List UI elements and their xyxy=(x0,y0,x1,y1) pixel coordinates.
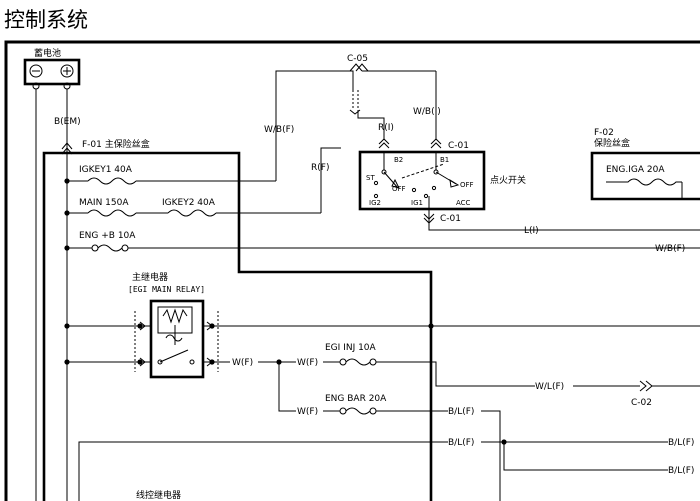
wire-label-wf-3: W(F) xyxy=(297,407,318,417)
battery-negative-icon xyxy=(29,64,43,78)
fuse-main-label: MAIN 150A xyxy=(79,198,129,208)
fuse-eng-b-icon xyxy=(121,244,129,252)
main-relay-box xyxy=(149,299,205,379)
fuse-egi-inj-icon xyxy=(369,358,377,366)
wire-relay-label: 线控继电器 xyxy=(136,489,181,501)
battery-positive-icon xyxy=(60,64,74,78)
fuse-igkey1-label: IGKEY1 40A xyxy=(79,165,133,175)
battery-label: 蓄电池 xyxy=(34,47,61,59)
battery-box xyxy=(23,58,81,86)
connector-c01-bottom-label: C-01 xyxy=(440,214,461,224)
fuse-egi-inj-label: EGI INJ 10A xyxy=(325,343,377,353)
wire-label-ri: R(I) xyxy=(378,123,394,133)
terminal-off-right: OFF xyxy=(460,181,474,189)
connector-c02-chevron xyxy=(639,380,653,392)
wire-label-rf: R(F) xyxy=(311,163,329,173)
fuse-box-f02: F-02 保险丝盒 ENG.IGA 20A xyxy=(590,128,700,201)
terminal-st: ST xyxy=(366,174,375,182)
terminal-ig2: IG2 xyxy=(369,199,381,207)
wire-label-blf-2: B/L(F) xyxy=(448,438,474,448)
connector-c01-top-label: C-01 xyxy=(448,141,469,151)
ignition-switch-box xyxy=(358,150,486,211)
ignition-switch: 点火开关 B2 B1 ST OFF OFF IG2 IG1 ACC xyxy=(358,150,526,211)
wire-label-wlf: W/L(F) xyxy=(535,382,564,392)
fuse-eng-bar-icon xyxy=(369,407,377,415)
fuse-main-icon xyxy=(87,209,137,217)
junction-dots xyxy=(64,178,507,445)
wire-label-blf-4: B/L(F) xyxy=(668,466,694,476)
battery: 蓄电池 xyxy=(23,47,81,501)
fuse-eng-iga-icon xyxy=(606,178,682,186)
wire-label-blf-3: B/L(F) xyxy=(668,438,694,448)
fuse-eng-bar-label: ENG BAR 20A xyxy=(325,394,387,404)
terminal-acc: ACC xyxy=(456,199,471,207)
main-fuse-box-label: F-01 主保险丝盒 xyxy=(82,138,150,150)
main-relay-label-cn: 主继电器 xyxy=(132,271,168,283)
wire-label-blf-1: B/L(F) xyxy=(448,407,474,417)
connector-c02-label: C-02 xyxy=(631,398,652,408)
wire-label-wf-2: W(F) xyxy=(297,358,318,368)
main-relay-label-en: [EGI MAIN RELAY] xyxy=(128,285,205,294)
diagram-title: 控制系统 xyxy=(4,8,88,32)
connector-c05-label: C-05 xyxy=(347,54,368,64)
connector-c05: C-05 W/B(I) R(I) xyxy=(347,54,441,140)
ignition-switch-label: 点火开关 xyxy=(490,174,526,186)
wire-label-wbf-left: W/B(F) xyxy=(264,125,294,135)
terminal-ig1: IG1 xyxy=(411,199,423,207)
main-fuse-box: F-01 主保险丝盒 xyxy=(42,138,433,501)
terminal-b1: B1 xyxy=(440,156,449,164)
terminal-off-left: OFF xyxy=(392,185,406,193)
wire-label-wbi: W/B(I) xyxy=(413,107,441,117)
fuse-eng-iga-label: ENG.IGA 20A xyxy=(606,165,665,175)
wire-label-wbf-right: W/B(F) xyxy=(655,244,685,254)
relay-resistor-icon xyxy=(162,308,188,324)
fuse-igkey2-icon xyxy=(167,209,217,217)
wire-label-li: L(I) xyxy=(524,226,539,236)
wire-label-b-em: B(EM) xyxy=(54,117,81,127)
fuse-box-f02-name: 保险丝盒 xyxy=(594,137,630,149)
fuse-box-f02-code: F-02 xyxy=(594,128,614,138)
fuse-igkey1-icon xyxy=(87,177,137,185)
fuse-igkey2-label: IGKEY2 40A xyxy=(162,198,216,208)
terminal-b2: B2 xyxy=(394,156,403,164)
connector-c01-top-chevron xyxy=(378,138,390,149)
relay-switch-icon xyxy=(159,349,189,363)
wire-label-wf-1: W(F) xyxy=(232,358,253,368)
outer-frame xyxy=(4,40,700,501)
fuse-box-f02-outline xyxy=(590,151,700,201)
fuse-eng-b-label: ENG +B 10A xyxy=(79,231,136,241)
